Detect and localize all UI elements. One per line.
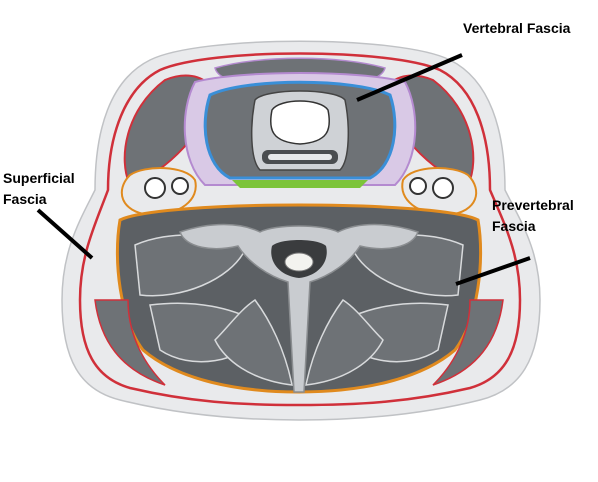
left-carotid-sheath bbox=[120, 167, 197, 217]
deep-neck-muscles bbox=[134, 234, 464, 386]
prevertebral-fascia-label-line1: Prevertebral bbox=[492, 197, 574, 213]
superficial-fascia-pointer bbox=[36, 208, 94, 260]
prevertebral-fascia-pointer bbox=[455, 256, 531, 286]
right-trapezius-muscle bbox=[432, 299, 504, 386]
left-trapezius-muscle bbox=[94, 299, 166, 386]
superficial-fascia-line bbox=[78, 52, 522, 407]
trachea bbox=[250, 90, 350, 171]
cervical-vertebra bbox=[179, 223, 419, 393]
prevertebral-fascia-label-line2: Fascia bbox=[492, 218, 536, 234]
green-fascial-layer bbox=[232, 180, 368, 188]
right-carotid-sheath bbox=[401, 167, 478, 217]
superficial-fascia-label-line1: Superficial bbox=[3, 170, 75, 186]
superficial-fascia-label-line2: Fascia bbox=[3, 191, 47, 207]
vertebral-fascia-pointer bbox=[356, 53, 463, 102]
vertebral-fascia-label: Vertebral Fascia bbox=[463, 20, 571, 36]
